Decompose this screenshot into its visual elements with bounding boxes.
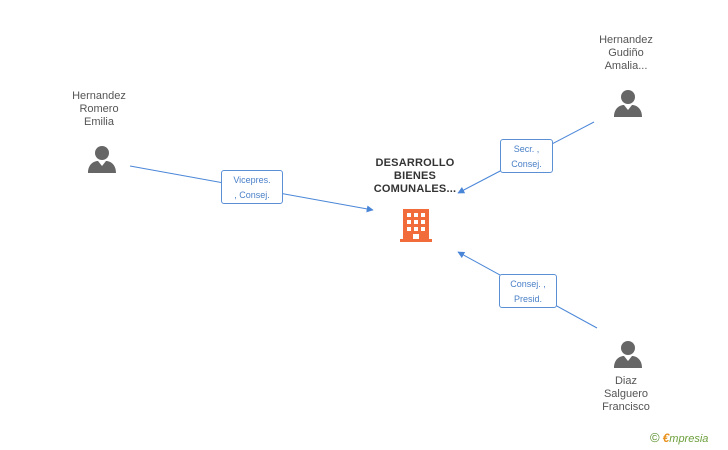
role-label-francisco: Consej. , Presid. — [499, 274, 557, 308]
copyright-icon: © — [650, 430, 660, 445]
brand-name: mpresia — [669, 433, 709, 445]
person-icon[interactable] — [613, 339, 643, 369]
person-icon[interactable] — [613, 88, 643, 118]
brand-initial: € — [662, 431, 670, 445]
building-icon[interactable] — [400, 207, 432, 243]
person-name-emilia[interactable]: Hernandez Romero Emilia — [72, 90, 126, 128]
brand-logo: ©€mpresia — [650, 430, 708, 446]
company-name[interactable]: DESARROLLO BIENES COMUNALES... — [373, 157, 457, 195]
person-icon[interactable] — [87, 144, 117, 174]
role-label-amalia: Secr. , Consej. — [500, 139, 553, 173]
person-name-amalia[interactable]: Hernandez Gudiño Amalia... — [599, 34, 653, 72]
person-name-francisco[interactable]: Diaz Salguero Francisco — [602, 375, 650, 413]
role-label-emilia: Vicepres. , Consej. — [221, 170, 283, 204]
